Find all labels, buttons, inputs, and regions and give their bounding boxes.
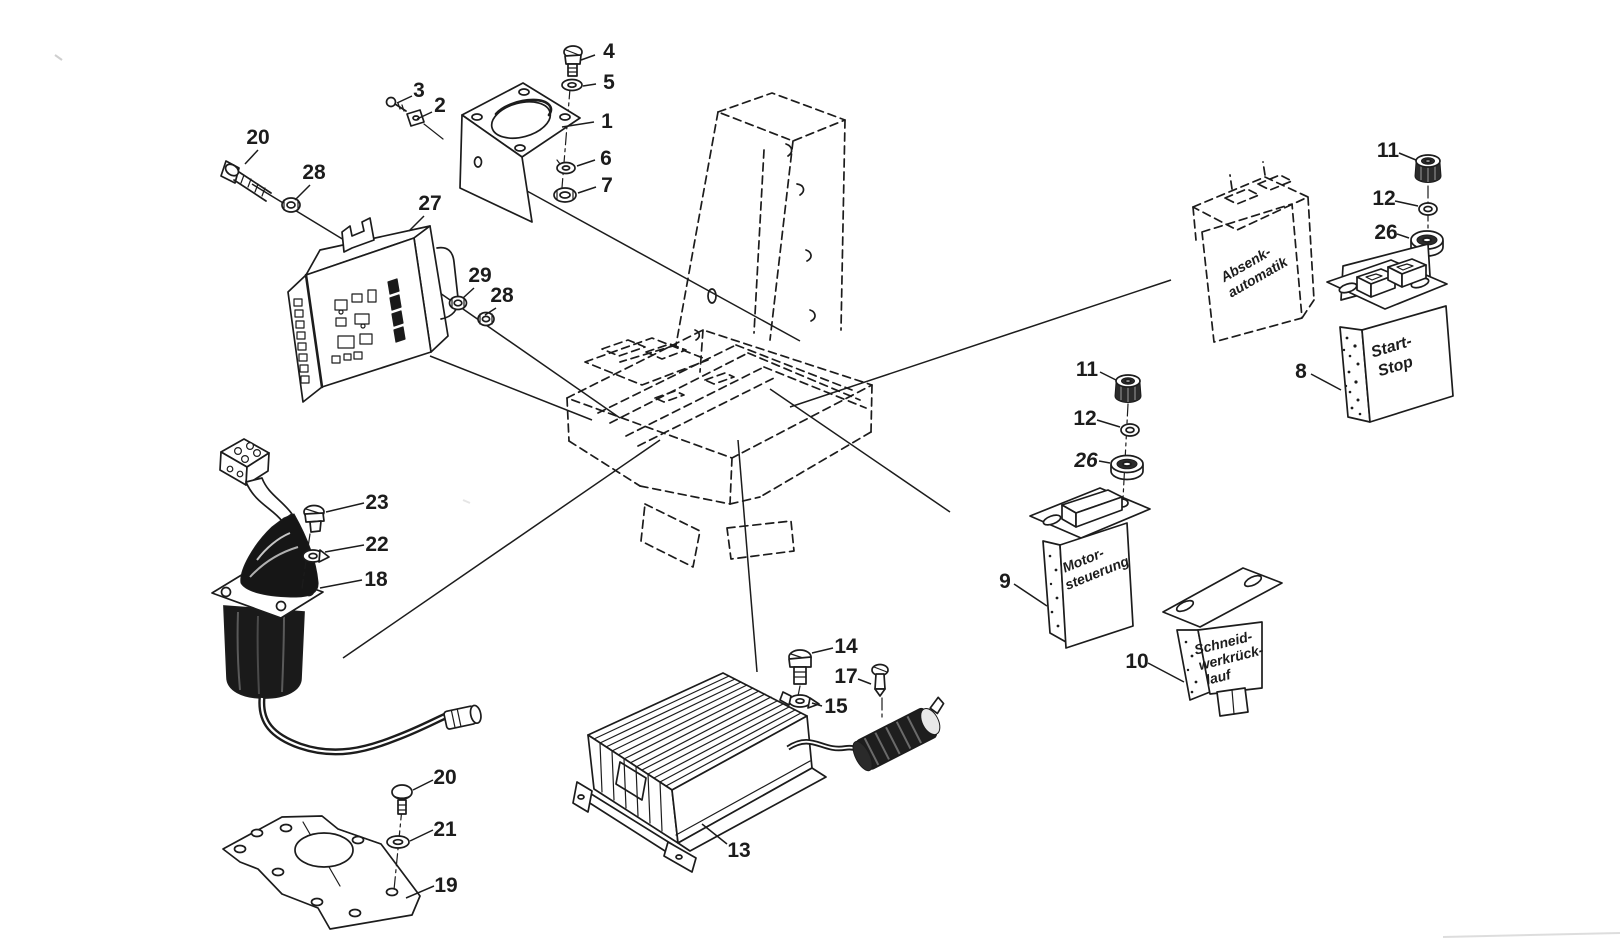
cable-plug bbox=[443, 704, 482, 730]
fastener-set-middle bbox=[1110, 374, 1144, 500]
screw-3 bbox=[385, 96, 407, 112]
washer-21 bbox=[386, 835, 410, 849]
nut-28a bbox=[281, 197, 301, 213]
washer-6 bbox=[556, 159, 576, 175]
speckle-strip-8 bbox=[1342, 336, 1362, 416]
base-plate-19 bbox=[222, 784, 421, 930]
nut-7 bbox=[553, 187, 577, 203]
screw-14 bbox=[788, 649, 812, 685]
seat-console-clips bbox=[694, 143, 816, 341]
callout-26b: 26 bbox=[1073, 449, 1098, 472]
joystick-cable bbox=[258, 697, 482, 756]
motorsteuerung-module-9: Motor- steuerung bbox=[1029, 487, 1151, 649]
bracket-body-1 bbox=[459, 82, 581, 223]
seat-console-outline bbox=[566, 92, 873, 568]
joystick-body bbox=[223, 605, 305, 699]
washer-26b bbox=[1110, 454, 1144, 481]
speckle-strip-9 bbox=[1048, 554, 1060, 628]
callout-3: 3 bbox=[413, 79, 425, 102]
callout-14: 14 bbox=[834, 635, 858, 658]
screw-23 bbox=[303, 504, 325, 533]
joystick-neck bbox=[245, 477, 293, 522]
washer-12b bbox=[1120, 423, 1140, 437]
fin-ends bbox=[599, 742, 663, 832]
screw-4 bbox=[563, 45, 583, 77]
connector-block-9 bbox=[1061, 489, 1123, 528]
callout-8: 8 bbox=[1295, 360, 1307, 383]
grommet-11a bbox=[1414, 154, 1442, 183]
washer-26a bbox=[1410, 230, 1444, 257]
grommet-11b bbox=[1114, 374, 1142, 403]
bolt-20a bbox=[220, 160, 272, 202]
pcb-pattern bbox=[331, 278, 406, 364]
callout-leaders bbox=[244, 54, 1419, 899]
washer-12a bbox=[1418, 202, 1438, 216]
connector-pins-strip bbox=[293, 298, 310, 384]
fastener-set-right bbox=[1410, 154, 1444, 263]
callout-19: 19 bbox=[434, 874, 457, 897]
schneidwerkruecklauf-module-10: Schneid- werkrück- lauf bbox=[1162, 567, 1283, 717]
callout-9: 9 bbox=[999, 570, 1011, 593]
resistor bbox=[852, 696, 945, 772]
callout-12a: 12 bbox=[1372, 187, 1395, 210]
callout-13: 13 bbox=[727, 839, 750, 862]
callout-numbers: 4 5 3 2 1 6 7 20 28 27 29 28 23 22 18 20… bbox=[246, 40, 1399, 897]
callout-27: 27 bbox=[418, 192, 441, 215]
joystick-connector bbox=[219, 438, 270, 486]
callout-17: 17 bbox=[834, 665, 857, 688]
callout-7: 7 bbox=[601, 174, 613, 197]
nut-29 bbox=[448, 295, 468, 311]
callout-28b: 28 bbox=[490, 284, 514, 307]
nut-28b bbox=[477, 311, 495, 327]
callout-28a: 28 bbox=[302, 161, 326, 184]
relay-box-body-27 bbox=[287, 217, 459, 403]
mounting-bracket-1 bbox=[385, 45, 583, 223]
callout-20a: 20 bbox=[246, 126, 269, 149]
callout-12b: 12 bbox=[1073, 407, 1096, 430]
schneid-label-line3: lauf bbox=[1204, 666, 1233, 688]
callout-11a: 11 bbox=[1377, 139, 1400, 162]
control-unit-27 bbox=[220, 160, 495, 403]
screw-17 bbox=[871, 663, 889, 697]
callout-5: 5 bbox=[603, 71, 615, 94]
callout-22: 22 bbox=[365, 533, 388, 556]
power-module-13 bbox=[572, 649, 945, 873]
heatsink-fins bbox=[593, 675, 802, 787]
callout-23: 23 bbox=[365, 491, 388, 514]
speckle-strip-10 bbox=[1184, 640, 1198, 694]
scan-artifacts bbox=[54, 54, 1620, 938]
callout-29: 29 bbox=[468, 264, 491, 287]
startstop-module-8: Start- Stop bbox=[1326, 243, 1454, 423]
callout-2: 2 bbox=[434, 94, 446, 117]
callout-15: 15 bbox=[824, 695, 848, 718]
callout-1: 1 bbox=[601, 110, 613, 133]
callout-6: 6 bbox=[600, 147, 612, 170]
top-clip bbox=[341, 217, 375, 253]
absenk-label: Absenk- automatik bbox=[1217, 243, 1291, 300]
callout-11b: 11 bbox=[1076, 358, 1099, 381]
callout-21: 21 bbox=[433, 818, 457, 841]
callout-10: 10 bbox=[1125, 650, 1148, 673]
washer-5 bbox=[561, 78, 583, 92]
connector-block-2 bbox=[1387, 258, 1427, 288]
callout-4: 4 bbox=[603, 40, 615, 63]
callout-18: 18 bbox=[364, 568, 388, 591]
callout-20b: 20 bbox=[433, 766, 456, 789]
clip-22 bbox=[302, 549, 330, 563]
absenkautomatik-module: Absenk- automatik bbox=[1192, 161, 1315, 343]
bolt-20b bbox=[391, 784, 413, 815]
callout-26a: 26 bbox=[1374, 221, 1397, 244]
joystick-18 bbox=[211, 438, 482, 756]
